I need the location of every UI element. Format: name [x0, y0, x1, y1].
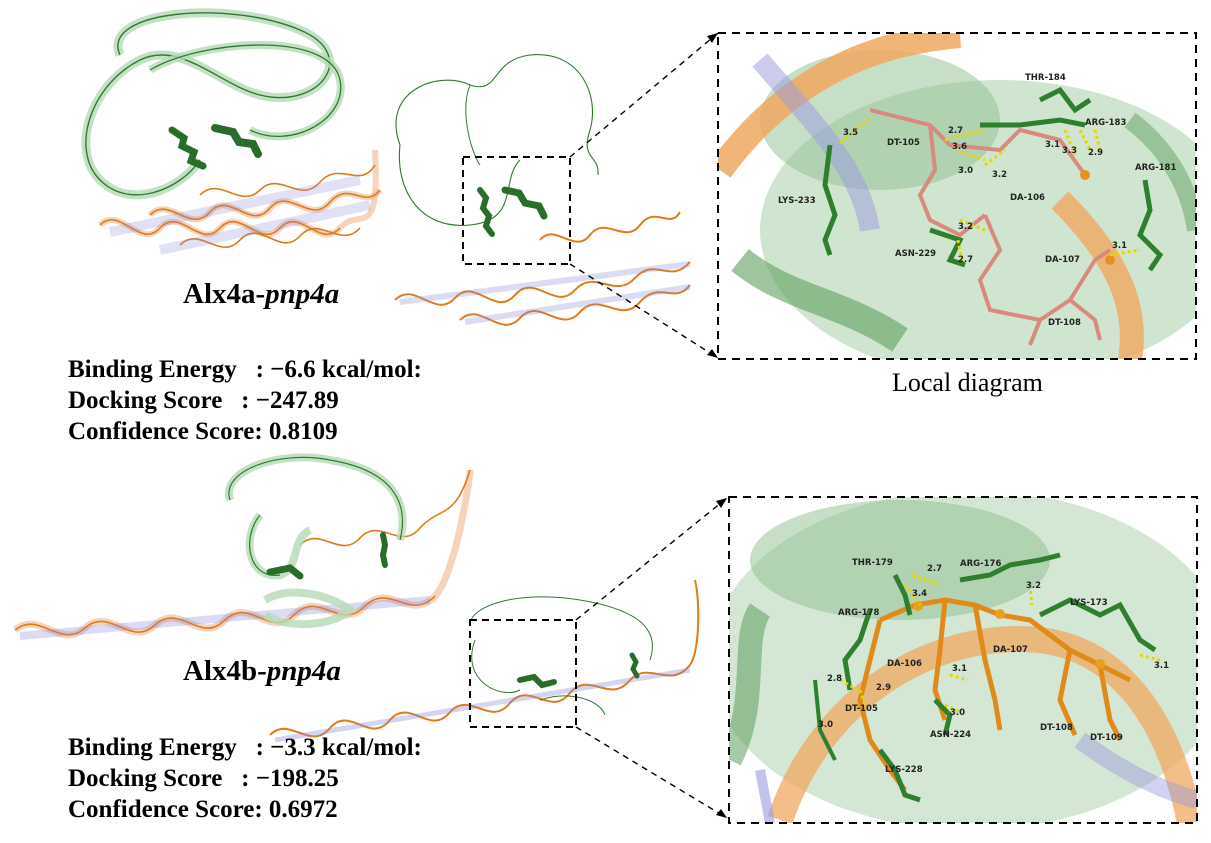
distance-label: 2.8: [827, 674, 842, 684]
alx4b-stats: Binding Energy : −3.3 kcal/mol: Docking …: [68, 732, 422, 825]
residue-label: DA-106: [1010, 193, 1045, 203]
residue-label: ASN-224: [930, 730, 971, 740]
alx4b-surface-overview: [12, 453, 474, 640]
distance-label: 3.6: [952, 142, 967, 152]
residue-label: DT-105: [887, 138, 920, 148]
residue-label: ASN-229: [895, 249, 936, 259]
distance-label: 3.0: [818, 720, 833, 730]
residue-label: DT-105: [845, 704, 878, 714]
residue-label: DA-107: [1045, 255, 1080, 265]
distance-label: 2.7: [958, 255, 973, 265]
residue-label: DT-108: [1040, 723, 1073, 733]
alx4b-local-diagram: THR-179 ARG-176 LYS-173 ARG-178 DA-106 D…: [729, 497, 1197, 823]
alx4a-zoom-box: [462, 156, 571, 265]
distance-label: 3.2: [958, 222, 973, 232]
distance-label: 3.0: [958, 166, 973, 176]
distance-label: 2.7: [927, 564, 942, 574]
residue-label: LYS-173: [1070, 598, 1108, 608]
distance-label: 3.1: [952, 664, 967, 674]
residue-label: LYS-228: [885, 765, 923, 775]
alx4a-cartoon-overview: [394, 54, 691, 326]
alx4a-surface-overview: [81, 8, 383, 255]
distance-label: 3.2: [992, 170, 1007, 180]
docking-score-row: Docking Score : −198.25: [68, 765, 339, 792]
distance-label: 3.1: [1112, 241, 1127, 251]
residue-label: DT-109: [1090, 733, 1123, 743]
alx4b-cartoon-overview: [269, 579, 700, 743]
alx4b-zoom-box: [469, 619, 577, 728]
docking-score-row: Docking Score : −247.89: [68, 387, 339, 414]
residue-label: DT-108: [1048, 318, 1081, 328]
alx4b-complex-title: Alx4b-pnp4a: [183, 655, 341, 687]
residue-label: DA-106: [887, 659, 922, 669]
alx4a-local-diagram: THR-184 ARG-183 ARG-181 DT-105 LYS-233 D…: [718, 33, 1196, 359]
residue-label: THR-184: [1025, 73, 1066, 83]
distance-label: 2.9: [1088, 148, 1103, 158]
residue-label: ARG-176: [960, 559, 1001, 569]
distance-label: 3.1: [1045, 140, 1060, 150]
residue-label: ARG-183: [1085, 118, 1126, 128]
binding-energy-row: Binding Energy : −6.6 kcal/mol:: [68, 356, 422, 383]
distance-label: 3.5: [843, 128, 858, 138]
residue-label: ARG-181: [1135, 163, 1176, 173]
binding-energy-row: Binding Energy : −3.3 kcal/mol:: [68, 734, 422, 761]
residue-label: THR-179: [852, 558, 893, 568]
residue-label: LYS-233: [778, 196, 816, 206]
confidence-score-row: Confidence Score: 0.6972: [68, 796, 338, 823]
alx4a-stats: Binding Energy : −6.6 kcal/mol: Docking …: [68, 354, 422, 447]
distance-label: 3.4: [912, 589, 927, 599]
distance-label: 3.1: [1154, 661, 1169, 671]
distance-label: 2.7: [948, 126, 963, 136]
local-diagram-caption: Local diagram: [892, 368, 1043, 397]
residue-label: ARG-178: [838, 608, 879, 618]
alx4a-local-frame: [717, 32, 1197, 360]
residue-label: DA-107: [993, 645, 1028, 655]
alx4a-complex-title: Alx4a-pnp4a: [183, 278, 340, 310]
distance-label: 3.3: [1062, 146, 1077, 156]
distance-label: 3.2: [1026, 581, 1041, 591]
distance-label: 3.0: [950, 708, 965, 718]
confidence-score-row: Confidence Score: 0.8109: [68, 418, 338, 445]
alx4b-local-frame: [728, 496, 1198, 824]
distance-label: 2.9: [876, 683, 891, 693]
